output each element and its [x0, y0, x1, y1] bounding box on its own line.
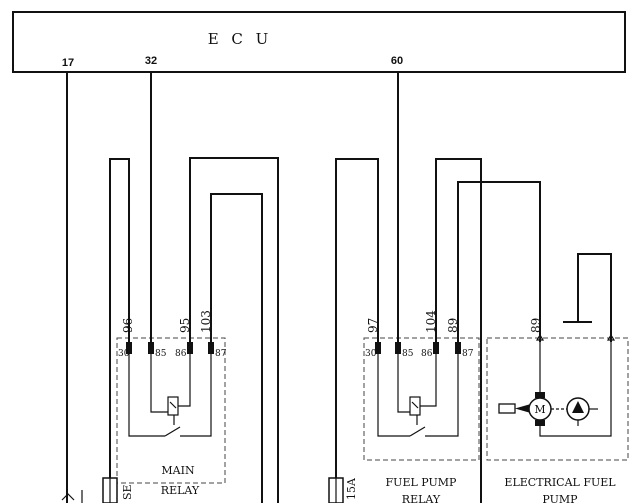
fuel-pump-relay-terminal-85: 85: [402, 349, 414, 359]
wire-89-label-pump: 89: [529, 318, 543, 333]
wire-95-label: 95: [178, 318, 192, 333]
main-relay-label-2: RELAY: [161, 484, 200, 497]
wire-97: [335, 158, 379, 503]
pump-terminals: [535, 333, 616, 341]
fuel-pump-relay-label-1: FUEL PUMP: [386, 476, 457, 489]
pump-motor: [498, 342, 612, 437]
electrical-fuel-pump-box: [486, 337, 629, 461]
wire-103-label: 103: [199, 310, 213, 333]
ecu-pin-60: 60: [391, 55, 403, 67]
main-relay-terminal-87: 87: [215, 349, 227, 359]
main-relay-terminal-85: 85: [155, 349, 167, 359]
electrical-fuel-pump-label-2: PUMP: [542, 493, 578, 503]
fuel-pump-relay-label-2: RELAY: [402, 493, 441, 503]
fuel-pump-relay-terminal-86: 86: [421, 349, 433, 359]
pump-motor-symbol: M: [534, 403, 545, 416]
fuel-pump-relay-terminal-30: 30: [365, 349, 377, 359]
wire-97-label: 97: [366, 318, 380, 333]
ecu-pin-32: 32: [145, 55, 157, 67]
fuel-pump-relay-terminal-87: 87: [462, 349, 474, 359]
main-relay-internals: [128, 354, 212, 437]
ecu-label: E C U: [208, 30, 273, 48]
main-relay-label-1: MAIN: [161, 464, 195, 477]
electrical-fuel-pump-label-1: ELECTRICAL FUEL: [504, 476, 616, 489]
fuse-15a-label: 15A: [345, 477, 358, 500]
wire-89-label-relay: 89: [446, 318, 460, 333]
wire-103: [210, 193, 263, 503]
ecu-box: [12, 11, 626, 73]
wire-96: [109, 158, 130, 503]
wire-89: [457, 181, 541, 342]
fuel-pump-relay-box: [363, 337, 480, 461]
wire-95: [189, 157, 279, 503]
wire-17-tick: [61, 493, 75, 501]
main-relay-terminals: [126, 342, 214, 354]
ecu-pin-17: 17: [62, 57, 74, 69]
main-relay-box: [116, 337, 226, 484]
fuel-pump-relay-internals: [377, 354, 459, 437]
main-relay-terminal-30: 30: [118, 349, 130, 359]
main-relay-terminal-86: 86: [175, 349, 187, 359]
pump-symbol: [566, 397, 598, 426]
fuse-se-label: SE: [121, 484, 134, 500]
wire-96-label: 96: [121, 318, 135, 333]
wire-ground: [577, 253, 612, 342]
wire-104-label: 104: [424, 310, 438, 333]
fuel-pump-relay-terminals: [375, 342, 461, 354]
wire-104: [435, 158, 482, 503]
